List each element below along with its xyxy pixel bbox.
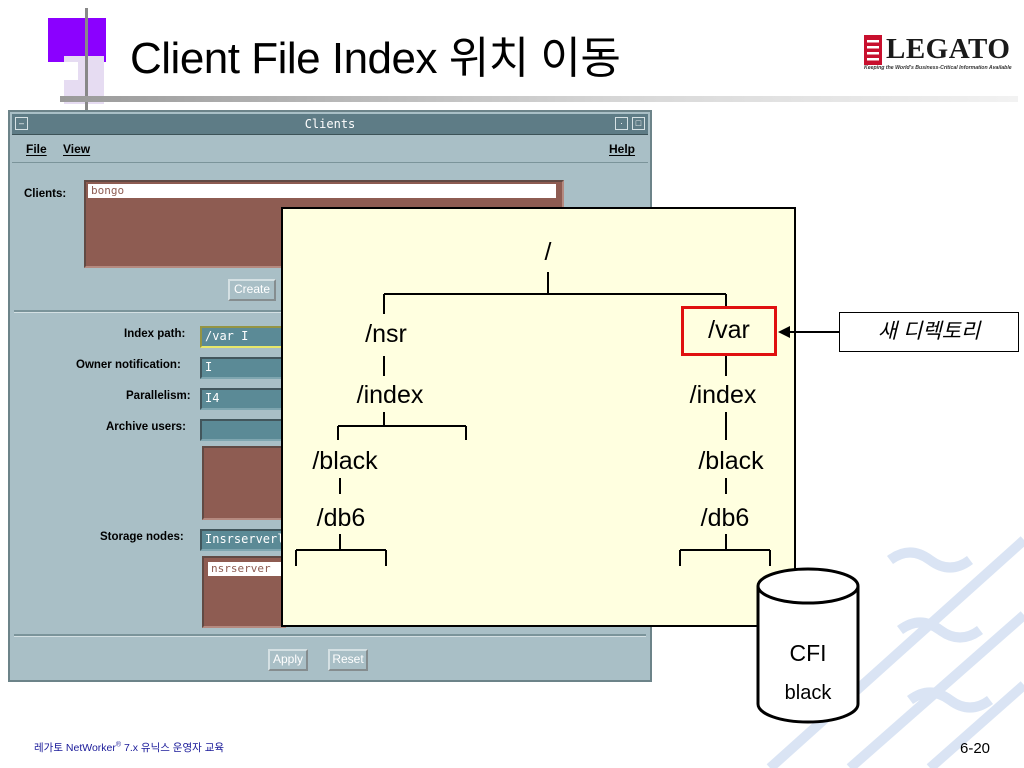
header-horizontal-rule [60, 96, 1018, 102]
window-menu-icon[interactable]: – [15, 117, 28, 130]
owner-notification-label: Owner notification: [76, 359, 181, 371]
tree-node-index-left: /index [356, 381, 424, 409]
header-vertical-rule [85, 8, 88, 110]
new-directory-highlight [681, 306, 777, 356]
bottom-divider [14, 634, 646, 637]
archive-users-list[interactable] [202, 446, 286, 520]
menu-help[interactable]: Help [609, 142, 636, 156]
logo-wordmark: LEGATO [886, 33, 1011, 65]
tree-node-var: /var [708, 316, 750, 344]
page-number: 6-20 [960, 740, 991, 757]
tree-node-black-right: /black [698, 447, 764, 475]
cfi-database-icon [756, 567, 860, 724]
callout-arrow-icon [778, 326, 840, 338]
tree-node-black-left: /black [312, 447, 378, 475]
archive-users-label: Archive users: [106, 421, 186, 433]
menu-bar: File View Help [12, 136, 648, 163]
database-label-cfi: CFI [789, 640, 827, 666]
decorative-wave-pattern [766, 536, 1024, 768]
legato-logo: LEGATO Keeping the World's Business-Crit… [862, 33, 1018, 77]
header-accent-square [48, 18, 106, 62]
tree-root: / [544, 238, 552, 266]
index-path-label: Index path: [124, 328, 186, 340]
reset-button[interactable]: Reset [328, 649, 368, 671]
new-directory-callout: 새 디렉토리 [839, 312, 1019, 352]
storage-nodes-list-item[interactable]: nsrserver [208, 562, 282, 576]
footer-prefix: 레가토 NetWorker [34, 742, 116, 754]
storage-nodes-list[interactable]: nsrserver [202, 556, 286, 628]
tree-node-nsr: /nsr [365, 320, 407, 348]
logo-tagline: Keeping the World's Business-Critical In… [864, 65, 1012, 71]
directory-tree-panel [281, 207, 796, 627]
tree-node-db6-right: /db6 [700, 504, 750, 532]
index-path-field[interactable]: /var I [200, 326, 286, 348]
minimize-icon[interactable]: · [615, 117, 628, 130]
menu-file[interactable]: File [26, 142, 47, 156]
apply-button[interactable]: Apply [268, 649, 308, 671]
footer-suffix: 7.x 유닉스 운영자 교육 [121, 742, 225, 754]
storage-nodes-label: Storage nodes: [100, 531, 184, 543]
create-button[interactable]: Create [228, 279, 276, 301]
database-label-client: black [784, 682, 832, 704]
window-title-bar[interactable]: – Clients · □ [12, 114, 648, 135]
tree-node-index-right: /index [689, 381, 757, 409]
maximize-icon[interactable]: □ [632, 117, 645, 130]
footer-registered-mark: ® [115, 741, 122, 749]
slide-title: Client File Index 위치 이동 [130, 34, 621, 83]
clients-list-item[interactable]: bongo [88, 184, 556, 198]
legato-logo-icon [864, 35, 882, 65]
footer-course-title: 레가토 NetWorker® 7.x 유닉스 운영자 교육 [34, 740, 224, 755]
window-title: Clients [304, 117, 356, 131]
clients-label: Clients: [24, 188, 67, 200]
parallelism-label: Parallelism: [126, 390, 191, 402]
header-accent-cutout [60, 62, 78, 80]
tree-node-db6-left: /db6 [316, 504, 366, 532]
menu-view[interactable]: View [63, 142, 91, 156]
